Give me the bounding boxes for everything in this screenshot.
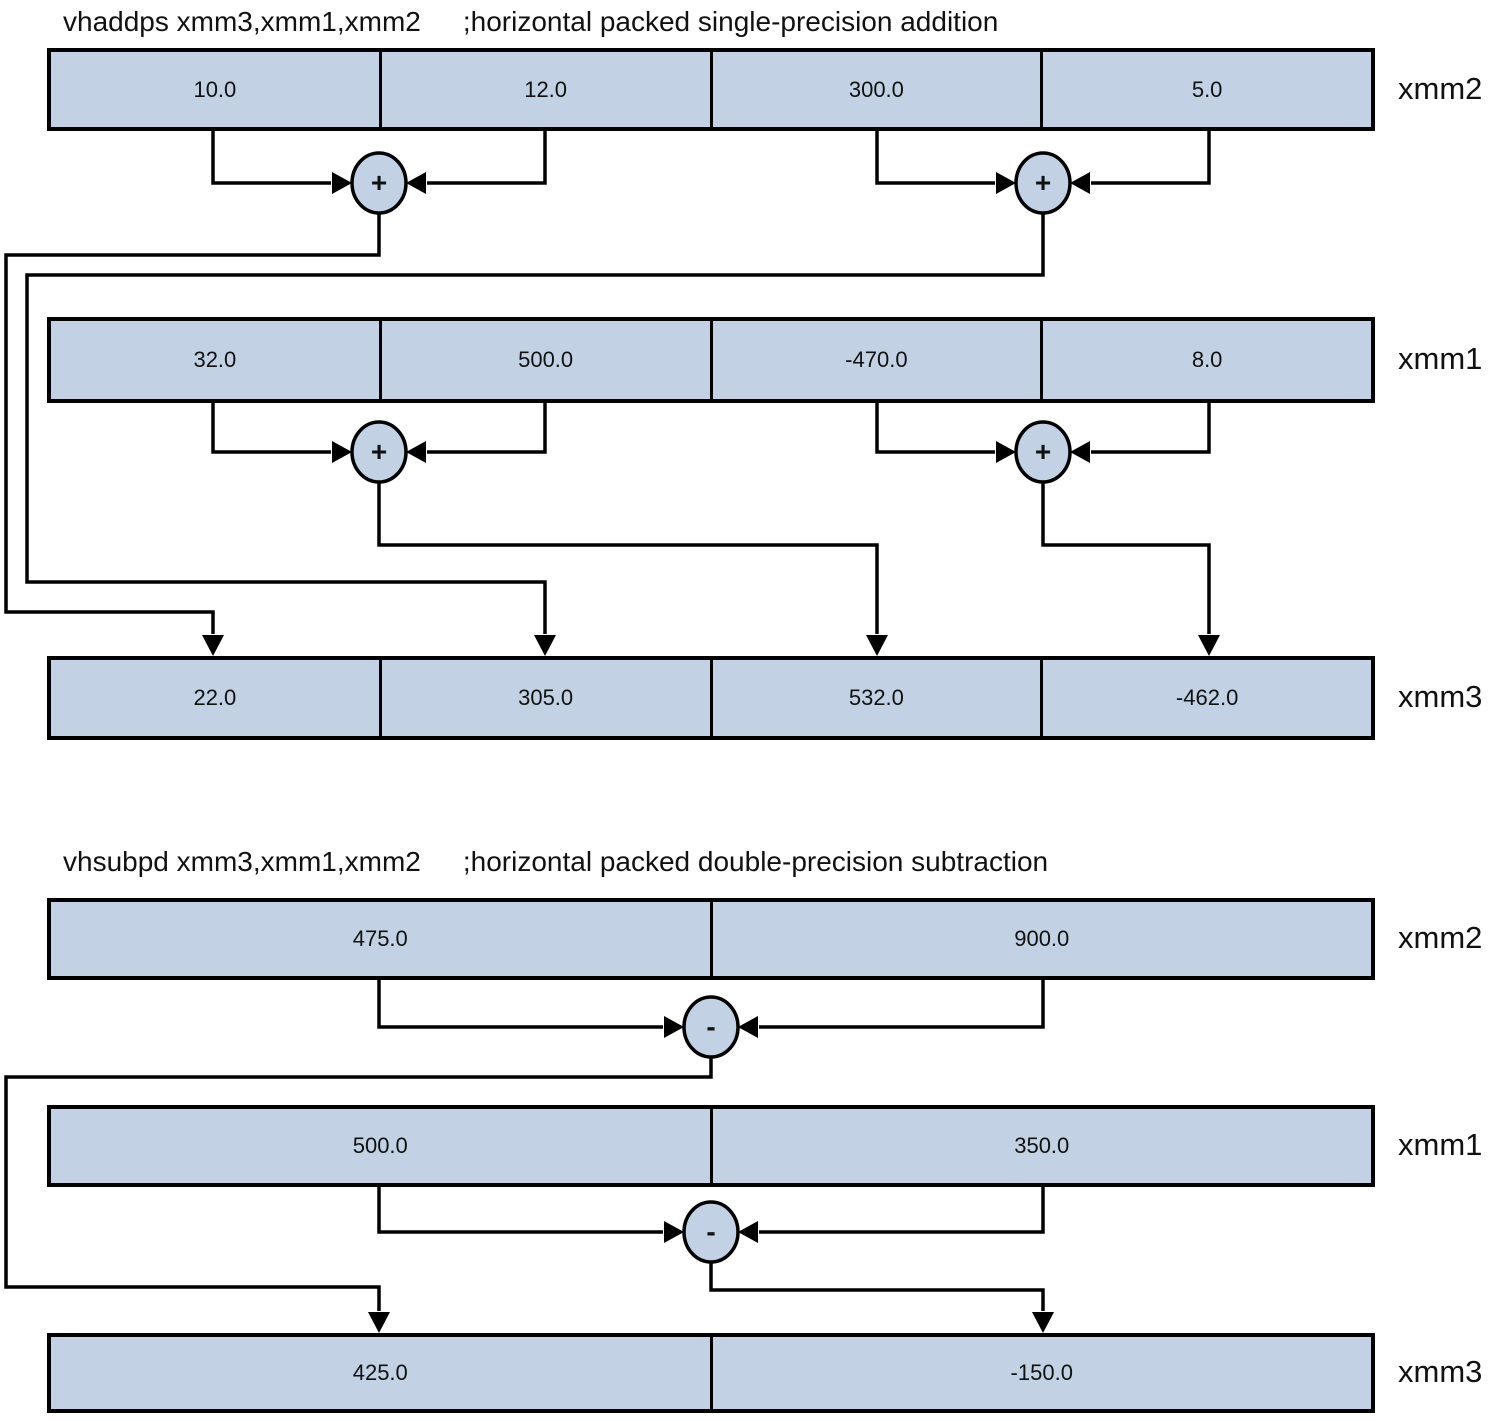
plus-icon: +: [1034, 436, 1052, 467]
register-label-xmm1: xmm1: [1398, 341, 1483, 376]
register-cell: 425.0: [51, 1337, 713, 1409]
minus-icon: -: [706, 1011, 716, 1042]
arrow-down-icon: [1198, 635, 1220, 656]
adder3-feed-lines: [211, 403, 547, 463]
register-label-xmm2: xmm2: [1398, 920, 1483, 955]
register-cell: 305.0: [382, 660, 713, 736]
register-cell: 10.0: [51, 52, 382, 127]
add-operator-circle: [350, 420, 408, 484]
adder2-output-line: [25, 213, 1045, 656]
arrow-down-icon: [368, 1312, 390, 1333]
register-cell: 475.0: [51, 902, 713, 976]
adder1-output-line: [4, 213, 381, 656]
register-cell: -462.0: [1175, 685, 1239, 710]
minus-icon: -: [706, 1216, 716, 1247]
adder4-output-line: [1041, 482, 1220, 656]
register-label-xmm2: xmm2: [1398, 71, 1483, 106]
arrow-down-icon: [202, 635, 224, 656]
register-cell: 22.0: [51, 660, 382, 736]
subtract-operator-circle: [682, 995, 740, 1059]
register-cell: 532.0: [713, 660, 1044, 736]
instruction-mnemonic: vhsubpd xmm3,xmm1,xmm2: [63, 846, 421, 877]
instruction-comment: ;horizontal packed single-precision addi…: [462, 6, 999, 37]
register-cell: 32.0: [51, 321, 382, 399]
adder4-feed-lines: [875, 403, 1211, 463]
register-cell: 500.0: [51, 1109, 713, 1183]
register-row-xmm1-src: 500.0 350.0: [47, 1105, 1375, 1187]
arrow-left-icon: [406, 172, 426, 194]
instruction-title-vhaddps: vhaddps xmm3,xmm1,xmm2 ;horizontal packed…: [63, 6, 998, 38]
adder1-feed-lines: [211, 131, 547, 194]
register-label-xmm3: xmm3: [1398, 679, 1483, 714]
plus-icon: +: [370, 436, 388, 467]
arrow-down-icon: [534, 635, 556, 656]
adder2-feed-lines: [875, 131, 1211, 194]
add-operator-circle: [350, 151, 408, 215]
instruction-title-vhsubpd: vhsubpd xmm3,xmm1,xmm2 ;horizontal packed…: [63, 846, 1048, 878]
arrow-right-icon: [332, 441, 352, 463]
subtractor1-feed-lines: [377, 980, 1045, 1038]
register-cell: 8.0: [1191, 347, 1223, 372]
register-cell: 12.0: [382, 52, 713, 127]
instruction-comment: ;horizontal packed double-precision subt…: [462, 846, 1049, 877]
register-row-xmm1-src: 32.0 500.0 -470.0 8.0: [47, 317, 1375, 403]
register-row-xmm2-src: 475.0 900.0: [47, 898, 1375, 980]
arrow-right-icon: [996, 172, 1016, 194]
add-operator-circle: [1014, 151, 1072, 215]
arrow-left-icon: [1070, 172, 1090, 194]
arrow-left-icon: [1070, 441, 1090, 463]
arrow-right-icon: [664, 1221, 684, 1243]
register-cell: 900.0: [1014, 926, 1070, 951]
register-row-xmm3-dest: 425.0 -150.0: [47, 1333, 1375, 1413]
subtractor2-output-line: [709, 1262, 1054, 1333]
register-cell: 5.0: [1191, 76, 1223, 102]
arrow-left-icon: [406, 441, 426, 463]
arrow-right-icon: [664, 1016, 684, 1038]
arrow-right-icon: [996, 441, 1016, 463]
register-cell: 500.0: [382, 321, 713, 399]
register-cell: -150.0: [1010, 1360, 1073, 1385]
arrow-down-icon: [1032, 1312, 1054, 1333]
add-operator-circle: [1014, 420, 1072, 484]
subtract-operator-circle: [682, 1200, 740, 1264]
subtractor2-feed-lines: [377, 1187, 1045, 1243]
arrow-right-icon: [332, 172, 352, 194]
register-cell: 350.0: [1014, 1133, 1070, 1158]
register-row-xmm3-dest: 22.0 305.0 532.0 -462.0: [47, 656, 1375, 740]
register-label-xmm3: xmm3: [1398, 1354, 1483, 1389]
arrow-left-icon: [738, 1016, 758, 1038]
adder3-output-line: [377, 482, 888, 656]
instruction-mnemonic: vhaddps xmm3,xmm1,xmm2: [63, 6, 421, 37]
arrow-down-icon: [866, 635, 888, 656]
register-cell: -470.0: [713, 321, 1044, 399]
plus-icon: +: [1034, 167, 1052, 198]
register-cell: 300.0: [713, 52, 1044, 127]
arrow-left-icon: [738, 1221, 758, 1243]
register-row-xmm2-src: 10.0 12.0 300.0 5.0: [47, 48, 1375, 131]
register-label-xmm1: xmm1: [1398, 1127, 1483, 1162]
plus-icon: +: [370, 167, 388, 198]
subtractor1-output-line: [4, 1057, 713, 1333]
